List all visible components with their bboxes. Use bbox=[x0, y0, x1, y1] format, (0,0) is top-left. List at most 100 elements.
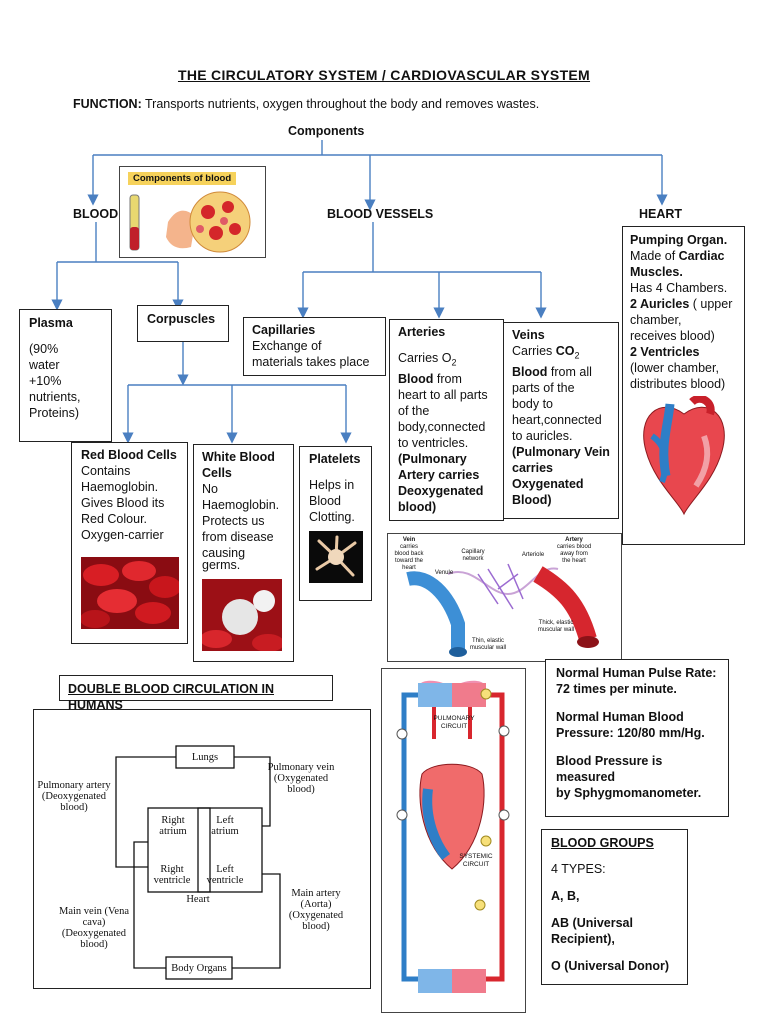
subscript: 2 bbox=[451, 357, 457, 368]
arteriole-label: Arteriole bbox=[521, 552, 545, 558]
heart-line: receives blood) bbox=[630, 329, 715, 343]
wbc-line: Protects us bbox=[202, 514, 265, 528]
pulse-line: Pressure: 120/80 mm/Hg. bbox=[556, 726, 705, 740]
wbc-line: from disease bbox=[202, 530, 274, 544]
heart-diagram bbox=[643, 394, 725, 516]
heart-line: distributes blood) bbox=[630, 377, 726, 391]
heart-line: Made of bbox=[630, 249, 679, 263]
capillary-label: Capillary network bbox=[461, 549, 485, 562]
arteries-line: from bbox=[433, 371, 462, 386]
corpuscles-title: Corpuscles bbox=[147, 312, 216, 326]
subscript: 2 bbox=[574, 350, 580, 361]
thick-wall-label: Thick, elastic muscular wall bbox=[537, 620, 575, 633]
lungs-label: Lungs bbox=[191, 752, 219, 763]
pulmonary-circuit-label: PULMONARY CIRCUIT bbox=[433, 715, 475, 730]
capillaries-line: materials takes place bbox=[252, 355, 370, 369]
veins-line: Carries bbox=[512, 344, 556, 358]
wbc-line: Haemoglobin. bbox=[202, 498, 280, 512]
arteries-title: Arteries bbox=[398, 325, 446, 339]
heart-line-bold: Cardiac bbox=[678, 249, 725, 263]
arteries-bold-line: Artery carries bbox=[398, 467, 480, 482]
page-title: THE CIRCULATORY SYSTEM / CARDIOVASCULAR … bbox=[177, 67, 591, 83]
heart-line: 2 Ventricles bbox=[630, 345, 700, 359]
blood-groups-types: 4 TYPES: bbox=[551, 862, 606, 876]
veins-line: body to bbox=[512, 396, 554, 411]
arteries-line: Carries O bbox=[398, 351, 452, 365]
body-organs-label: Body Organs bbox=[171, 963, 227, 974]
right-atrium-label: Right atrium bbox=[159, 815, 187, 837]
pulse-line: by Sphygmomanometer. bbox=[556, 786, 702, 800]
arteries-line: body,connected bbox=[398, 419, 486, 434]
veins-bold-line: Blood) bbox=[512, 492, 552, 507]
heart-box: Pumping Organ. Made of Cardiac Muscles. … bbox=[622, 226, 745, 545]
blood-groups-univ: AB (Universal bbox=[551, 916, 633, 930]
rbc-title: Red Blood Cells bbox=[81, 448, 177, 462]
wbc-title: Cells bbox=[202, 466, 232, 480]
rbc-line: Contains bbox=[81, 464, 131, 478]
veins-bold-line: Oxygenated bbox=[512, 476, 584, 491]
heart-line: Pumping Organ. bbox=[630, 233, 728, 247]
capillaries-box: Capillaries Exchange of materials takes … bbox=[243, 317, 386, 376]
arteries-line: heart to all parts bbox=[398, 387, 488, 402]
wbc-image bbox=[202, 579, 282, 651]
arteries-blood: Blood bbox=[398, 371, 434, 386]
components-of-blood-image: Components of blood bbox=[119, 166, 266, 258]
corpuscles-box: Corpuscles bbox=[137, 305, 229, 342]
wbc-line: No bbox=[202, 482, 218, 496]
artery-sub: carries blood away from the heart bbox=[556, 544, 592, 564]
pulmonary-artery-label: Pulmonary artery (Deoxygenated blood) bbox=[37, 780, 111, 813]
plasma-line: Proteins) bbox=[29, 406, 80, 420]
capillaries-line: Exchange of bbox=[252, 339, 322, 353]
heart-label: HEART bbox=[639, 207, 683, 221]
veins-line: from all bbox=[547, 364, 592, 379]
double-circulation-diagram: Lungs Pulmonary artery (Deoxygenated blo… bbox=[33, 709, 371, 989]
heart-line: (lower chamber, bbox=[630, 361, 719, 375]
pulse-box: Normal Human Pulse Rate: 72 times per mi… bbox=[545, 659, 729, 817]
blood-groups-ab: A, B, bbox=[551, 889, 580, 903]
plasma-box: Plasma (90% water +10% nutrients, Protei… bbox=[19, 309, 112, 442]
wbc-box: White Blood Cells No Haemoglobin. Protec… bbox=[193, 444, 294, 662]
heart-line: chamber, bbox=[630, 313, 682, 327]
right-ventricle-label: Right ventricle bbox=[153, 864, 191, 886]
arteries-line: to ventricles. bbox=[398, 435, 469, 450]
arteries-line: of the bbox=[398, 403, 430, 418]
arteries-bold-line: blood) bbox=[398, 499, 437, 514]
veins-blood: Blood bbox=[512, 364, 548, 379]
pulse-line: Blood Pressure is measured bbox=[556, 754, 663, 784]
heart-line: Muscles. bbox=[630, 265, 683, 279]
systemic-circuit-label: SYSTEMIC CIRCUIT bbox=[459, 853, 493, 868]
capillaries-title: Capillaries bbox=[252, 323, 316, 337]
co2: CO bbox=[555, 344, 575, 358]
blood-groups-title: BLOOD GROUPS bbox=[551, 836, 654, 850]
heart-line-bold: 2 Auricles bbox=[630, 297, 690, 311]
vein-label: Vein bbox=[402, 537, 416, 543]
function-line: FUNCTION: Transports nutrients, oxygen t… bbox=[73, 96, 713, 112]
blood-vessels-label: BLOOD VESSELS bbox=[327, 207, 434, 221]
plasma-title: Plasma bbox=[29, 316, 73, 330]
blood-groups-box: BLOOD GROUPS 4 TYPES: A, B, AB (Universa… bbox=[541, 829, 688, 985]
blood-groups-univ: Recipient), bbox=[551, 932, 615, 946]
plasma-line: +10% bbox=[29, 374, 62, 388]
double-circ-heading-box: DOUBLE BLOOD CIRCULATION IN HUMANS bbox=[59, 675, 333, 712]
wbc-line: germs. bbox=[202, 558, 241, 572]
rbc-image bbox=[80, 557, 181, 629]
wbc-title: White Blood bbox=[202, 450, 275, 464]
vein-sub: carries blood back toward the heart bbox=[394, 544, 424, 571]
plasma-line: water bbox=[29, 358, 60, 372]
rbc-line: Haemoglobin. bbox=[81, 480, 159, 494]
platelets-box: Platelets Helps in Blood Clotting. bbox=[299, 446, 372, 601]
left-atrium-label: Left atrium bbox=[211, 815, 239, 837]
function-label: FUNCTION: bbox=[73, 97, 142, 111]
platelets-line: Blood bbox=[309, 494, 341, 508]
pulse-line: Normal Human Blood bbox=[556, 710, 684, 724]
artery-label: Artery bbox=[565, 537, 583, 543]
wbc-line: causing bbox=[202, 546, 246, 560]
double-circ-title: DOUBLE BLOOD CIRCULATION IN HUMANS bbox=[68, 682, 275, 712]
blood-groups-o: O (Universal Donor) bbox=[551, 959, 670, 973]
circuit-figure: PULMONARY CIRCUIT SYSTEMIC CIRCUIT bbox=[381, 668, 526, 1013]
arteries-box: Arteries Carries O2 Blood from heart to … bbox=[389, 319, 504, 521]
veins-line: to auricles. bbox=[512, 428, 573, 443]
veins-bold-line: carries bbox=[512, 460, 554, 475]
